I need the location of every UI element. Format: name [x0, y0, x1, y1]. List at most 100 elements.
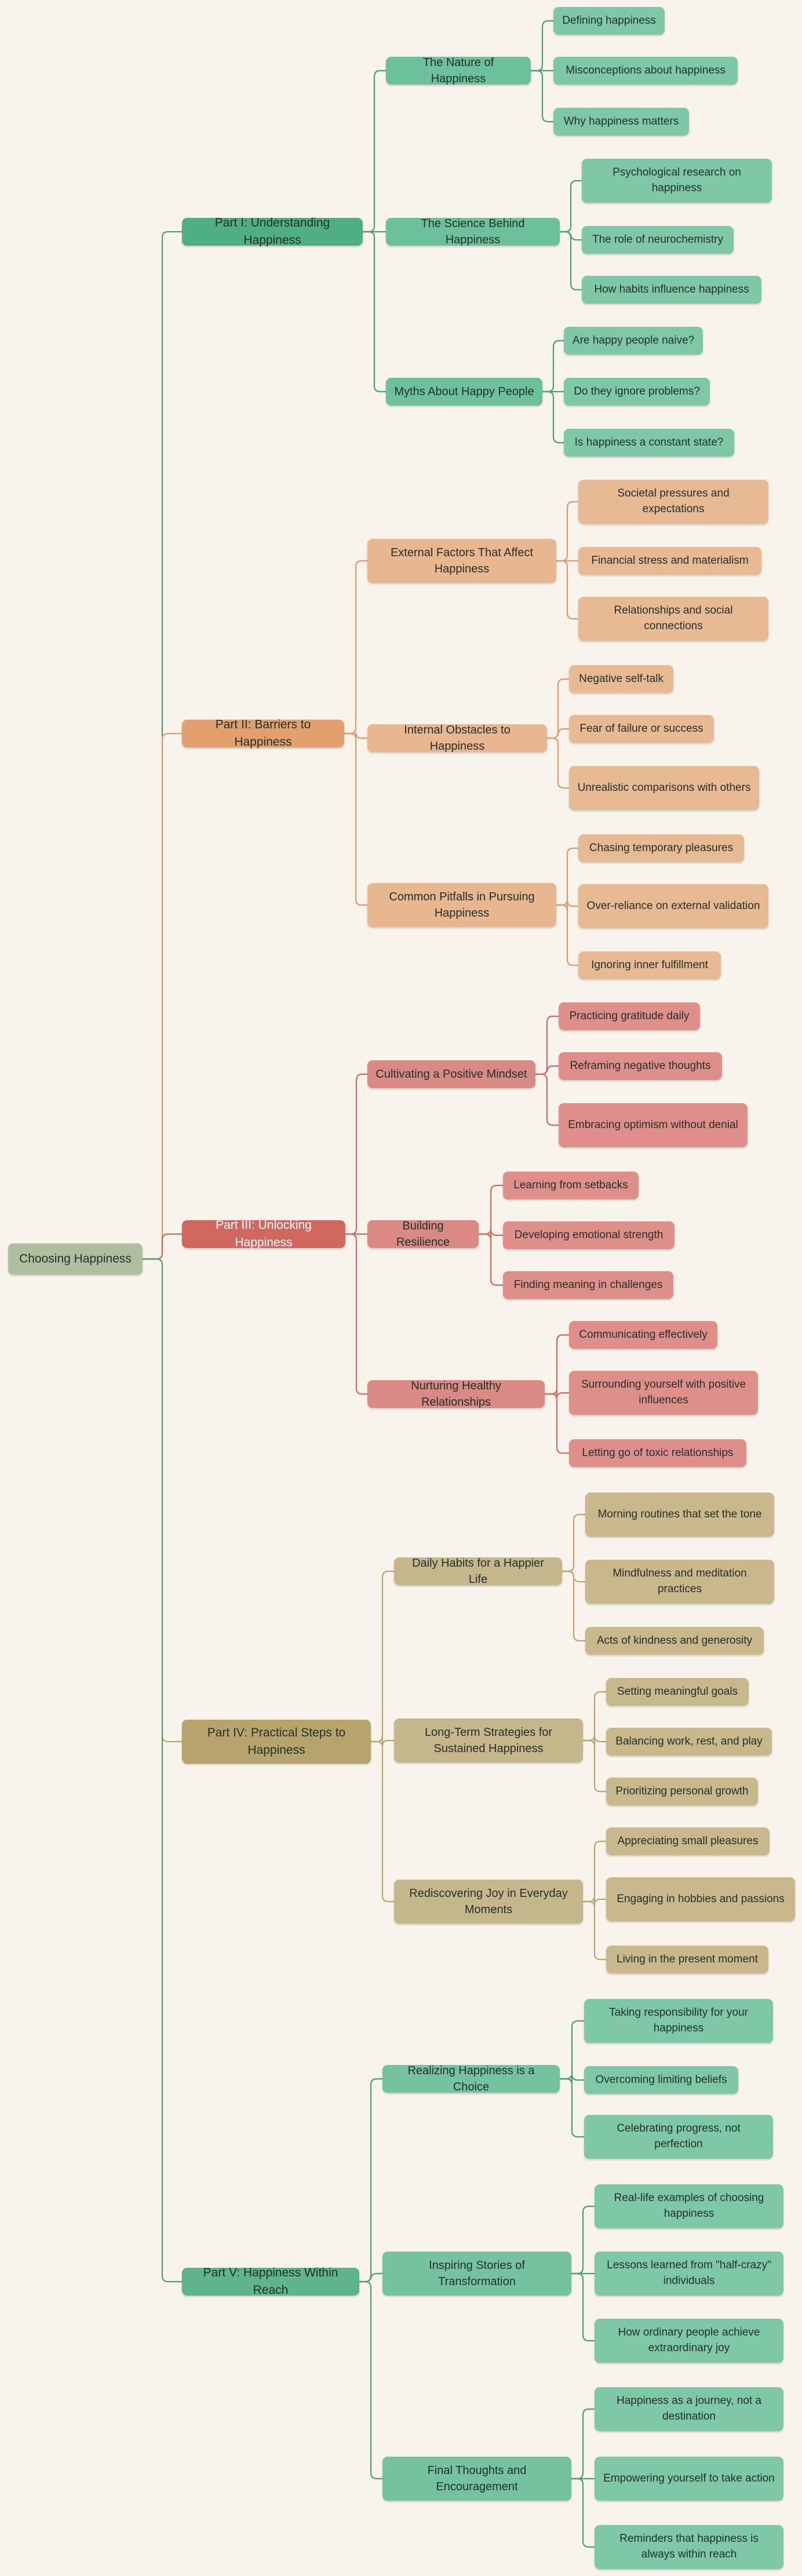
connector-line [556, 904, 578, 966]
leaf-node[interactable]: Overcoming limiting beliefs [584, 2066, 738, 2094]
subtopic-node[interactable]: Inspiring Stories of Transformation [382, 2252, 571, 2296]
connector-line [560, 231, 582, 291]
connector-line [531, 70, 553, 123]
leaf-node[interactable]: The role of neurochemistry [582, 226, 734, 254]
leaf-node[interactable]: Over-reliance on external validation [578, 884, 768, 928]
subtopic-node[interactable]: External Factors That Affect Happiness [367, 539, 556, 583]
branch-node[interactable]: Part III: Unlocking Happiness [182, 1218, 345, 1249]
connector-line [535, 1073, 559, 1126]
connector-line [542, 340, 564, 393]
connector-line [583, 1691, 606, 1742]
connector-line [562, 1570, 585, 1642]
subtopic-node[interactable]: Rediscovering Joy in Everyday Moments [394, 1880, 583, 1924]
leaf-node[interactable]: Why happiness matters [553, 108, 689, 136]
leaf-node[interactable]: Fear of failure or success [569, 715, 714, 743]
connector-line [583, 1895, 606, 1906]
leaf-node[interactable]: Living in the present moment [606, 1946, 768, 1973]
subtopic-node[interactable]: Common Pitfalls in Pursuing Happiness [367, 883, 556, 927]
leaf-node[interactable]: Developing emotional strength [503, 1221, 675, 1249]
subtopic-node[interactable]: Internal Obstacles to Happiness [367, 724, 547, 753]
leaf-node[interactable]: How ordinary people achieve extraordinar… [595, 2319, 783, 2363]
connector-line [479, 1184, 503, 1235]
connector-line [371, 1570, 394, 1743]
leaf-node[interactable]: Defining happiness [553, 7, 665, 35]
connector-line [143, 1233, 182, 1260]
leaf-node[interactable]: Relationships and social connections [578, 597, 768, 641]
leaf-node[interactable]: Do they ignore problems? [564, 378, 710, 406]
leaf-node[interactable]: Financial stress and materialism [578, 547, 761, 575]
leaf-node[interactable]: Acts of kindness and generosity [585, 1627, 764, 1655]
leaf-node[interactable]: Finding meaning in challenges [503, 1271, 673, 1299]
subtopic-node[interactable]: The Science Behind Happiness [386, 217, 560, 246]
leaf-node[interactable]: Learning from setbacks [503, 1172, 639, 1199]
subtopic-node[interactable]: Final Thoughts and Encouragement [382, 2457, 571, 2501]
connector-line [583, 1900, 606, 1961]
connector-line [143, 1258, 182, 2283]
connector-line [547, 737, 569, 789]
leaf-node[interactable]: Reframing negative thoughts [559, 1052, 722, 1080]
connector-line [545, 1334, 569, 1395]
branch-node[interactable]: Part I: Understanding Happiness [182, 216, 363, 247]
connector-line [344, 732, 367, 906]
connector-line [571, 2205, 595, 2275]
leaf-node[interactable]: Balancing work, rest, and play [606, 1728, 772, 1756]
leaf-node[interactable]: Reminders that happiness is always withi… [595, 2525, 783, 2569]
branch-node[interactable]: Part II: Barriers to Happiness [182, 718, 344, 749]
leaf-node[interactable]: Misconceptions about happiness [553, 57, 738, 85]
leaf-node[interactable]: Are happy people naive? [564, 327, 703, 355]
leaf-node[interactable]: Empowering yourself to take action [595, 2457, 783, 2501]
leaf-node[interactable]: Lessons learned from "half-crazy" indivi… [595, 2252, 783, 2296]
leaf-node[interactable]: Real-life examples of choosing happiness [595, 2184, 783, 2228]
leaf-node[interactable]: Surrounding yourself with positive influ… [569, 1371, 758, 1415]
connector-line [344, 560, 367, 735]
leaf-node[interactable]: Prioritizing personal growth [606, 1778, 758, 1805]
connector-line [359, 2281, 382, 2480]
root-node[interactable]: Choosing Happiness [8, 1243, 143, 1275]
leaf-node[interactable]: Chasing temporary pleasures [578, 834, 744, 862]
subtopic-node[interactable]: Long-Term Strategies for Sustained Happi… [394, 1718, 583, 1763]
connector-line [359, 2078, 382, 2283]
subtopic-node[interactable]: Nurturing Healthy Relationships [367, 1380, 545, 1409]
leaf-node[interactable]: Practicing gratitude daily [559, 1002, 700, 1030]
connector-line [143, 732, 182, 1260]
connector-line [571, 2478, 595, 2548]
subtopic-node[interactable]: Myths About Happy People [386, 378, 542, 406]
subtopic-node[interactable]: Realizing Happiness is a Choice [382, 2064, 560, 2093]
leaf-node[interactable]: Letting go of toxic relationships [569, 1439, 746, 1467]
leaf-node[interactable]: Negative self-talk [569, 665, 673, 693]
leaf-node[interactable]: Happiness as a journey, not a destinatio… [595, 2387, 783, 2431]
leaf-node[interactable]: Societal pressures and expectations [578, 480, 768, 524]
connector-line [560, 2020, 584, 2080]
leaf-node[interactable]: Engaging in hobbies and passions [606, 1877, 795, 1921]
leaf-node[interactable]: How habits influence happiness [582, 276, 761, 304]
connector-line [556, 560, 578, 620]
branch-node[interactable]: Part IV: Practical Steps to Happiness [182, 1720, 371, 1764]
subtopic-node[interactable]: The Nature of Happiness [386, 56, 531, 85]
leaf-node[interactable]: Celebrating progress, not perfection [584, 2115, 773, 2159]
connector-line [556, 847, 578, 906]
connector-line [363, 70, 386, 233]
connector-line [560, 2078, 584, 2138]
connector-line [560, 180, 582, 233]
leaf-node[interactable]: Is happiness a constant state? [564, 429, 734, 457]
leaf-node[interactable]: Embracing optimism without denial [559, 1103, 748, 1147]
branch-node[interactable]: Part V: Happiness Within Reach [182, 2266, 359, 2297]
leaf-node[interactable]: Taking responsibility for your happiness [584, 1999, 773, 2043]
connector-line [562, 1513, 585, 1572]
subtopic-node[interactable]: Daily Habits for a Happier Life [394, 1557, 562, 1586]
connector-line [345, 1073, 367, 1235]
leaf-node[interactable]: Morning routines that set the tone [585, 1493, 774, 1537]
connector-line [363, 231, 386, 393]
leaf-node[interactable]: Setting meaningful goals [606, 1678, 749, 1706]
connector-line [556, 501, 578, 562]
leaf-node[interactable]: Ignoring inner fulfillment [578, 951, 721, 979]
leaf-node[interactable]: Communicating effectively [569, 1321, 717, 1349]
subtopic-node[interactable]: Building Resilience [367, 1220, 479, 1249]
leaf-node[interactable]: Appreciating small pleasures [606, 1827, 770, 1855]
leaf-node[interactable]: Psychological research on happiness [582, 159, 772, 203]
leaf-node[interactable]: Mindfulness and meditation practices [585, 1560, 774, 1604]
leaf-node[interactable]: Unrealistic comparisons with others [569, 766, 759, 810]
connector-line [583, 1739, 606, 1793]
subtopic-node[interactable]: Cultivating a Positive Mindset [367, 1060, 535, 1088]
